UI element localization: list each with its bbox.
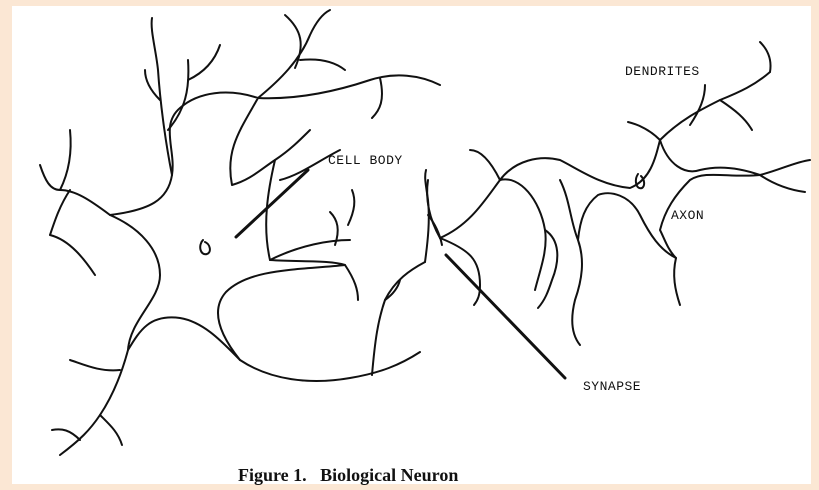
left-cell-body-outline [110,93,345,360]
synapse-pointer [446,255,565,378]
synapse-label: SYNAPSE [583,379,641,394]
cell-body-label: CELL BODY [328,153,403,168]
figure-caption: Figure 1. Biological Neuron [238,465,458,485]
left-nucleus [200,240,210,254]
right-cell-body-outline [440,140,760,258]
axon-label: AXON [671,208,704,223]
dendrites-label: DENDRITES [625,64,700,79]
right-neuron [427,42,810,345]
